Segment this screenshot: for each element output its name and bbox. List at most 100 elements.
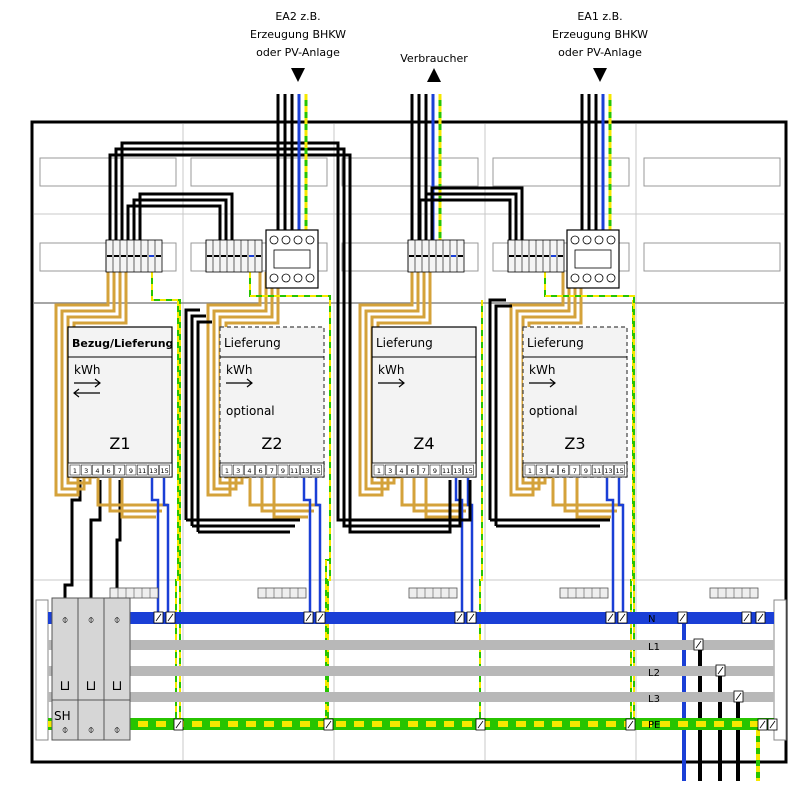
phase-wire <box>430 186 524 245</box>
meter-terminal-label: 3 <box>388 467 392 475</box>
meter-terminal <box>396 464 407 476</box>
arrow-right-icon-head <box>549 378 556 388</box>
meter-terminal-label: 6 <box>107 467 111 475</box>
meter-wire <box>108 478 162 513</box>
ea2-label-line2: Erzeugung BHKW <box>250 28 346 41</box>
meter-z1-body <box>67 326 173 478</box>
breaker-screw-icon: ⌽ <box>88 723 95 736</box>
ea1-label-line1: EA1 z.B. <box>577 10 622 23</box>
pe-wire-stripe <box>151 272 181 720</box>
meter-terminal-label: 11 <box>442 467 450 475</box>
main-breaker: ⌽⌽⊔⌽⌽⊔⌽⌽⊔SH <box>51 597 131 741</box>
phase-wire <box>114 147 346 514</box>
meter-terminal-label: 6 <box>259 467 263 475</box>
ea1-socket-screw-icon <box>570 235 580 245</box>
meter-z4-header: Lieferung <box>376 336 433 350</box>
meter-terminal-label: 7 <box>573 467 577 475</box>
busbar-end-cap-left <box>35 599 49 741</box>
breaker-switch-icon: ⊔ <box>112 678 123 694</box>
busbar-clamp-screw <box>468 613 475 622</box>
phase-wire <box>63 480 82 598</box>
meter-terminal <box>603 464 614 476</box>
phase-wire <box>132 198 228 245</box>
meter-terminal <box>558 464 569 476</box>
meter-z4-unit: kWh <box>378 363 404 377</box>
meter-z2-optional: optional <box>226 404 275 418</box>
meter-wire <box>551 478 623 507</box>
meter-terminal-label: 7 <box>118 467 122 475</box>
meter-wire <box>248 478 320 507</box>
meter-terminal <box>221 464 233 476</box>
verbraucher-arrow-up-icon <box>427 68 441 82</box>
phase-wire <box>138 192 234 245</box>
meter-terminal-label: 15 <box>160 467 168 475</box>
meter-wire <box>272 478 308 519</box>
ea2-socket-screw-icon <box>281 235 291 245</box>
ea2-socket-screw-icon <box>293 235 303 245</box>
meter-wire <box>120 478 156 519</box>
busbar-clamp-screw <box>717 666 724 675</box>
meter-terminal <box>277 464 289 476</box>
busbar-l1-label: L1 <box>648 642 660 653</box>
breaker-screw-icon: ⌽ <box>114 613 121 626</box>
neutral-wire <box>302 478 312 612</box>
meter-z4-body <box>371 326 477 478</box>
busbar-clamp-screw <box>155 613 162 622</box>
ea1-socket-screw-icon <box>606 273 616 283</box>
meter-terminal <box>452 464 463 476</box>
meter-terminal <box>148 464 159 476</box>
phase-wire <box>488 298 506 520</box>
breaker-label: SH <box>54 709 71 723</box>
busbar-l2 <box>48 666 774 676</box>
meter-terminal-label: 6 <box>411 467 415 475</box>
busbar-n-label: N <box>648 614 655 625</box>
meter-terminal-label: 9 <box>584 467 588 475</box>
busbar-clamp-screw <box>695 640 702 649</box>
meter-terminal-label: 3 <box>539 467 543 475</box>
ea2-socket-screw-icon <box>293 273 303 283</box>
meter-terminal <box>535 464 547 476</box>
meter-wire <box>260 478 314 513</box>
busbar-clamp-screw <box>619 613 626 622</box>
meter-terminal <box>300 464 311 476</box>
meter-terminal <box>407 464 418 476</box>
meter-terminal <box>136 464 148 476</box>
ea1-socket-screw-icon <box>606 235 616 245</box>
busbar-clamp-screw <box>679 613 686 622</box>
meter-wire <box>563 478 617 513</box>
meter-terminal-label: 13 <box>149 467 157 475</box>
meter-terminal <box>92 464 103 476</box>
meter-terminal <box>547 464 558 476</box>
meter-terminal-label: 7 <box>270 467 274 475</box>
neutral-wire <box>150 478 160 612</box>
phase-wire <box>348 480 452 534</box>
breaker-body <box>51 597 131 741</box>
arrow-right-icon-head <box>246 378 253 388</box>
meter-terminal-label: 1 <box>377 467 381 475</box>
meter-terminal-label: 13 <box>453 467 461 475</box>
meter-terminal-label: 3 <box>84 467 88 475</box>
busbar-clamp-screw <box>317 613 324 622</box>
busbar-pe-label: PE <box>648 720 660 731</box>
arrow-right-icon-head <box>398 378 405 388</box>
meter-terminal <box>125 464 137 476</box>
meter-terminal <box>288 464 300 476</box>
meter-wire <box>206 272 262 497</box>
meter-terminal <box>159 464 170 476</box>
phase-wire <box>120 141 340 508</box>
busbar-clamp-screw <box>167 613 174 622</box>
meter-terminal-label: 3 <box>236 467 240 475</box>
verbraucher-label: Verbraucher <box>400 52 468 82</box>
meter-wire <box>509 272 565 497</box>
meter-terminal-label: 1 <box>73 467 77 475</box>
meter-terminal <box>244 464 255 476</box>
meter-terminal <box>384 464 396 476</box>
meter-wire <box>364 272 420 491</box>
ea1-label-line3: oder PV-Anlage <box>558 46 642 59</box>
phase-wire <box>184 308 200 520</box>
ea1-socket-window <box>574 249 612 269</box>
